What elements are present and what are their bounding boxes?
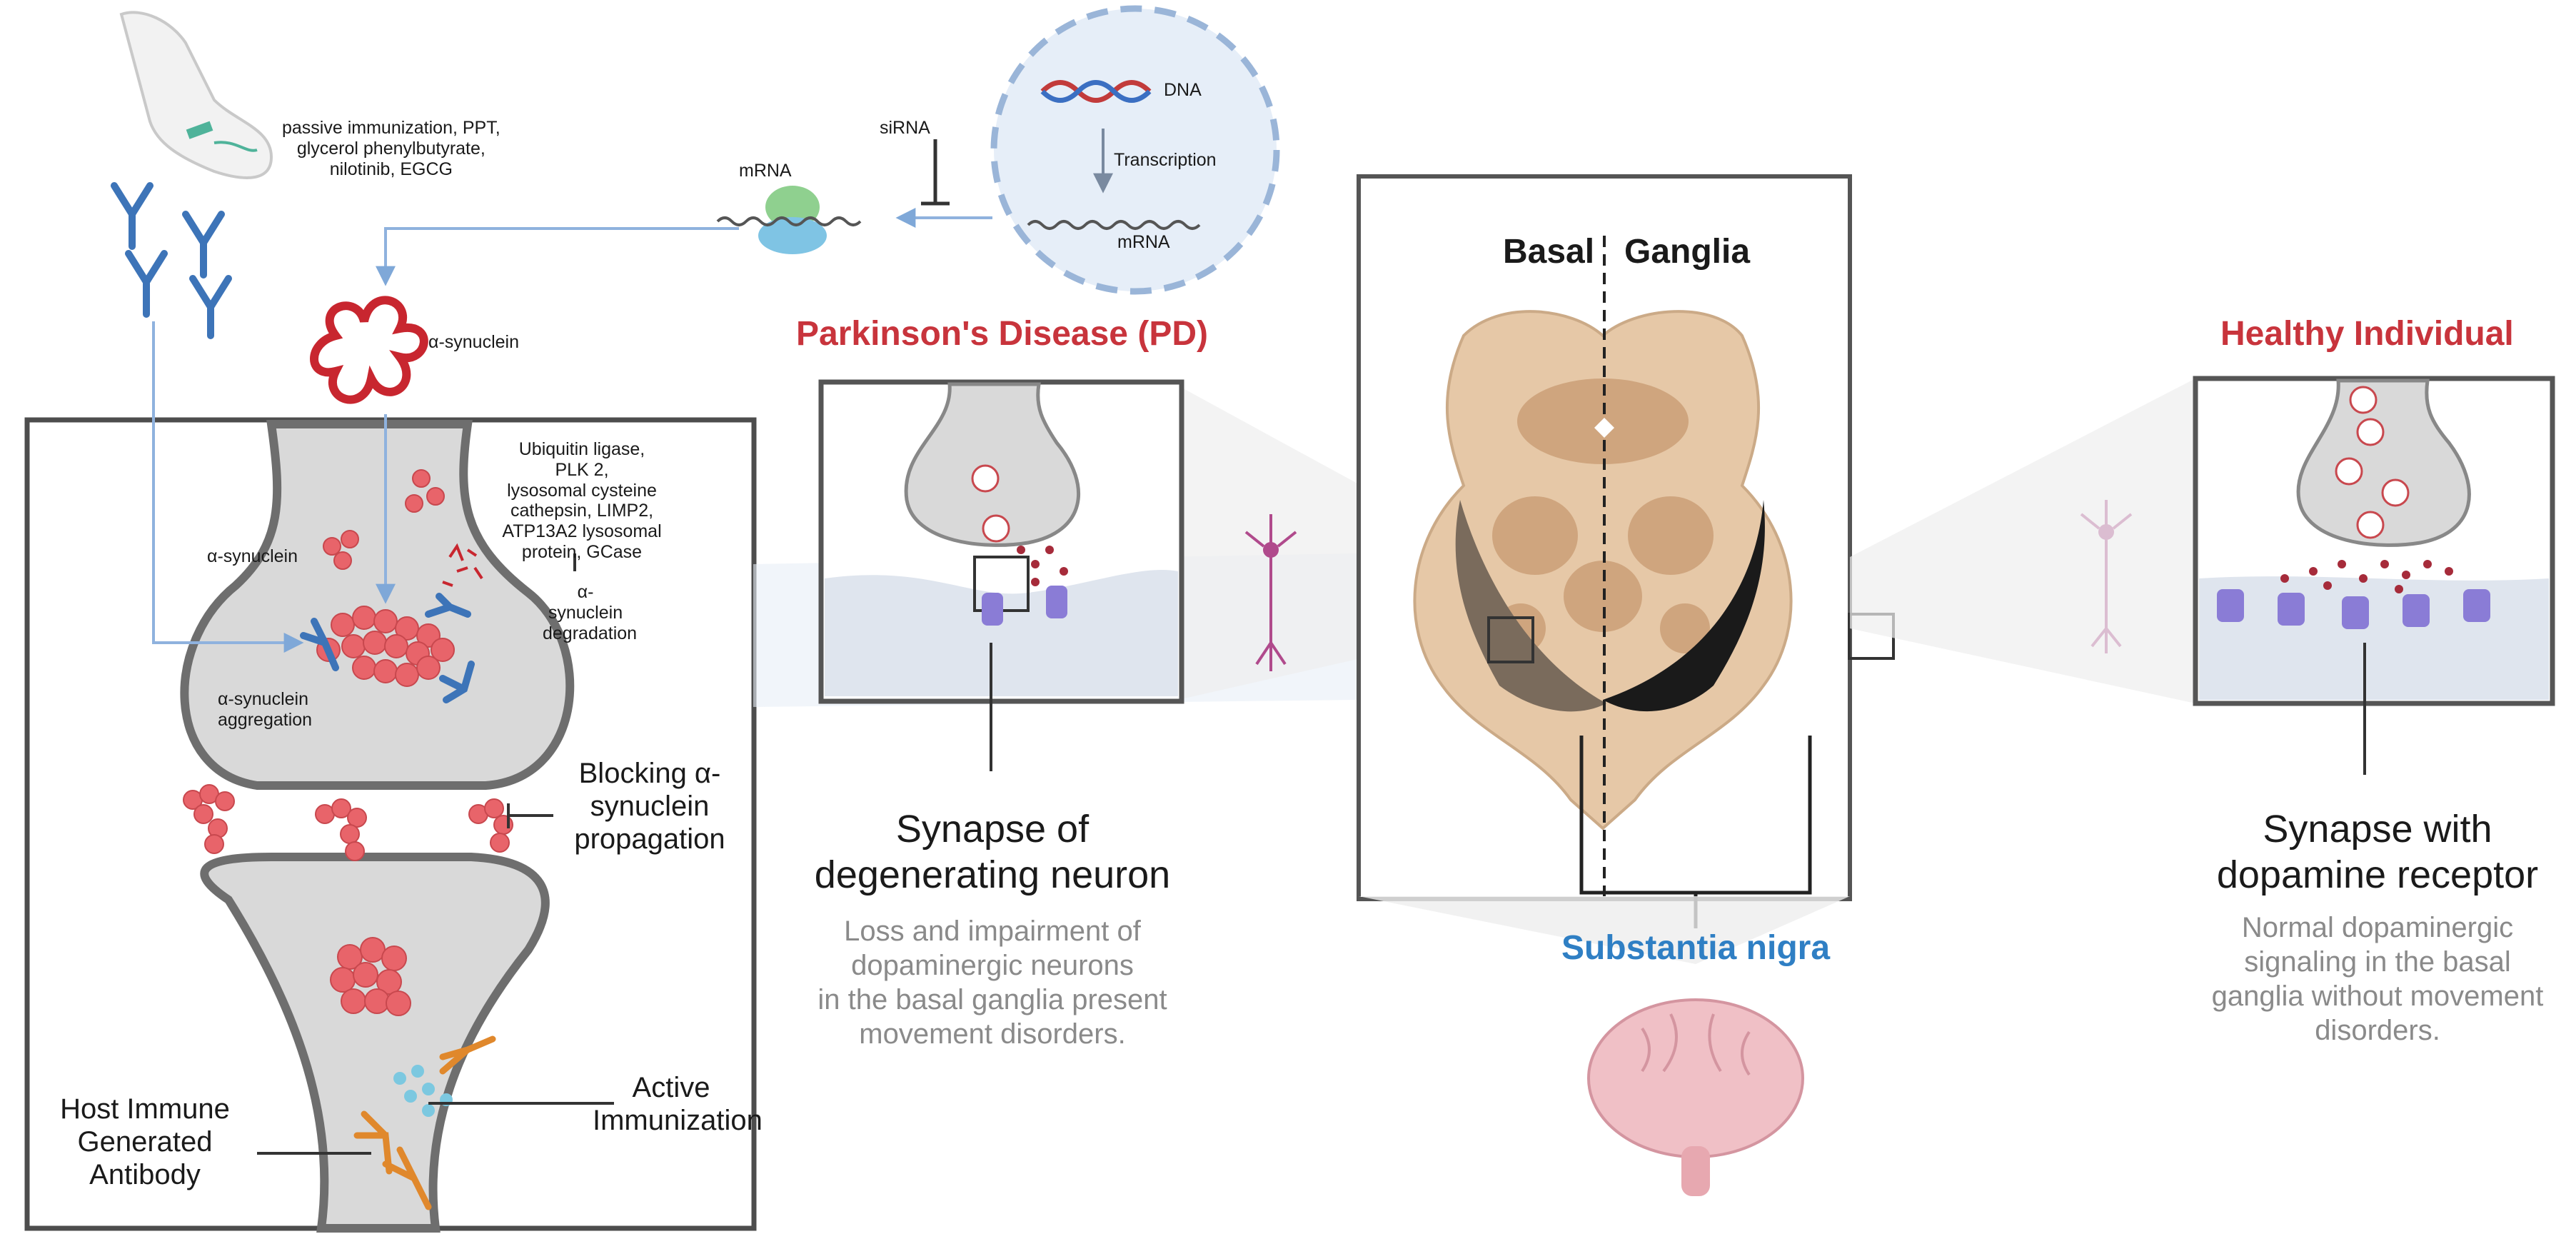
basal-label: Basal — [1503, 233, 1595, 271]
pd-terminal — [904, 382, 1080, 547]
vaccine-antigen — [393, 1065, 453, 1117]
treatment-list-label: passive immunization, PPT, glycerol phen… — [282, 118, 500, 179]
pd-sn-marker — [1487, 616, 1534, 663]
blocking-inhibitor — [507, 803, 553, 828]
healthy-substantia-nigra — [1603, 500, 1765, 712]
alpha-synuclein-protein-icon — [310, 296, 428, 404]
alpha-synuclein-top-label: α-synuclein — [428, 332, 520, 352]
presynaptic-terminal — [180, 420, 575, 790]
synuclein-aggregate — [316, 606, 455, 687]
active-immunization-label: Active Immunization — [593, 1072, 763, 1136]
mrna-left-label: mRNA — [739, 161, 792, 181]
received-aggregate — [330, 937, 411, 1016]
arm-injection-icon — [119, 11, 273, 179]
substantia-nigra-label: Substantia nigra — [1561, 929, 1831, 967]
brain-zoom-cone — [1359, 896, 1850, 964]
healthy-cleft — [2199, 576, 2549, 700]
bound-antibodies — [300, 593, 475, 703]
pd-dopamine-dots — [1017, 546, 1068, 586]
mrna-right-label: mRNA — [1117, 232, 1170, 252]
host-antibody-label: Host Immune Generated Antibody — [60, 1093, 230, 1190]
pd-title: Parkinson's Disease (PD) — [796, 315, 1208, 353]
antibody-icon — [111, 182, 232, 339]
pd-vesicles — [971, 464, 1010, 543]
healthy-receptors — [2217, 589, 2490, 629]
degraded-fragments — [442, 543, 483, 587]
alpha-synuclein-mid-label: α-synuclein — [207, 546, 298, 566]
healthy-vesicles — [2335, 386, 2410, 539]
healthy-description: Normal dopaminergic signaling in the bas… — [2211, 912, 2544, 1046]
sirna-inhibitor — [921, 139, 950, 206]
antibody-arrow — [152, 321, 304, 653]
midline-marker — [1594, 418, 1614, 438]
pd-synapse-title: Synapse of degenerating neuron — [814, 808, 1171, 896]
healthy-terminal — [2296, 378, 2471, 547]
mrna-strand-left — [716, 216, 862, 226]
ganglia-label: Ganglia — [1624, 233, 1751, 271]
propagating-aggregates — [183, 784, 513, 861]
synuclein-monomers — [323, 469, 445, 570]
mrna-strand-right — [1027, 220, 1201, 230]
healthy-dopamine-dots — [2280, 560, 2453, 593]
dna-helix-icon — [1040, 80, 1152, 103]
degradation-agents-label: Ubiquitin ligase, PLK 2, lysosomal cyste… — [502, 439, 662, 562]
blocking-propagation-label: Blocking α- synuclein propagation — [574, 758, 725, 855]
brain-icon — [1587, 998, 1804, 1196]
neuron-icon — [1244, 514, 1297, 671]
host-antibody-icon — [353, 1035, 496, 1210]
dna-label: DNA — [1164, 80, 1202, 100]
translation-arrow — [376, 227, 739, 286]
sirna-label: siRNA — [880, 118, 930, 138]
synuclein-degradation-label: α-synuclein degradation — [543, 582, 638, 643]
healthy-zoom-beam — [1850, 378, 2195, 703]
pd-receptors — [982, 586, 1067, 626]
postsynaptic-terminal — [200, 853, 550, 1233]
pd-cleft — [825, 569, 1178, 696]
synuclein-aggregation-label: α-synuclein aggregation — [218, 689, 313, 730]
pd-substantia-nigra — [1455, 500, 1606, 712]
transcription-label: Transcription — [1114, 150, 1217, 170]
pd-description: Loss and impairment of dopaminergic neur… — [817, 916, 1167, 1050]
healthy-synapse-title: Synapse with dopamine receptor — [2216, 808, 2539, 896]
healthy-title: Healthy Individual — [2220, 315, 2514, 353]
